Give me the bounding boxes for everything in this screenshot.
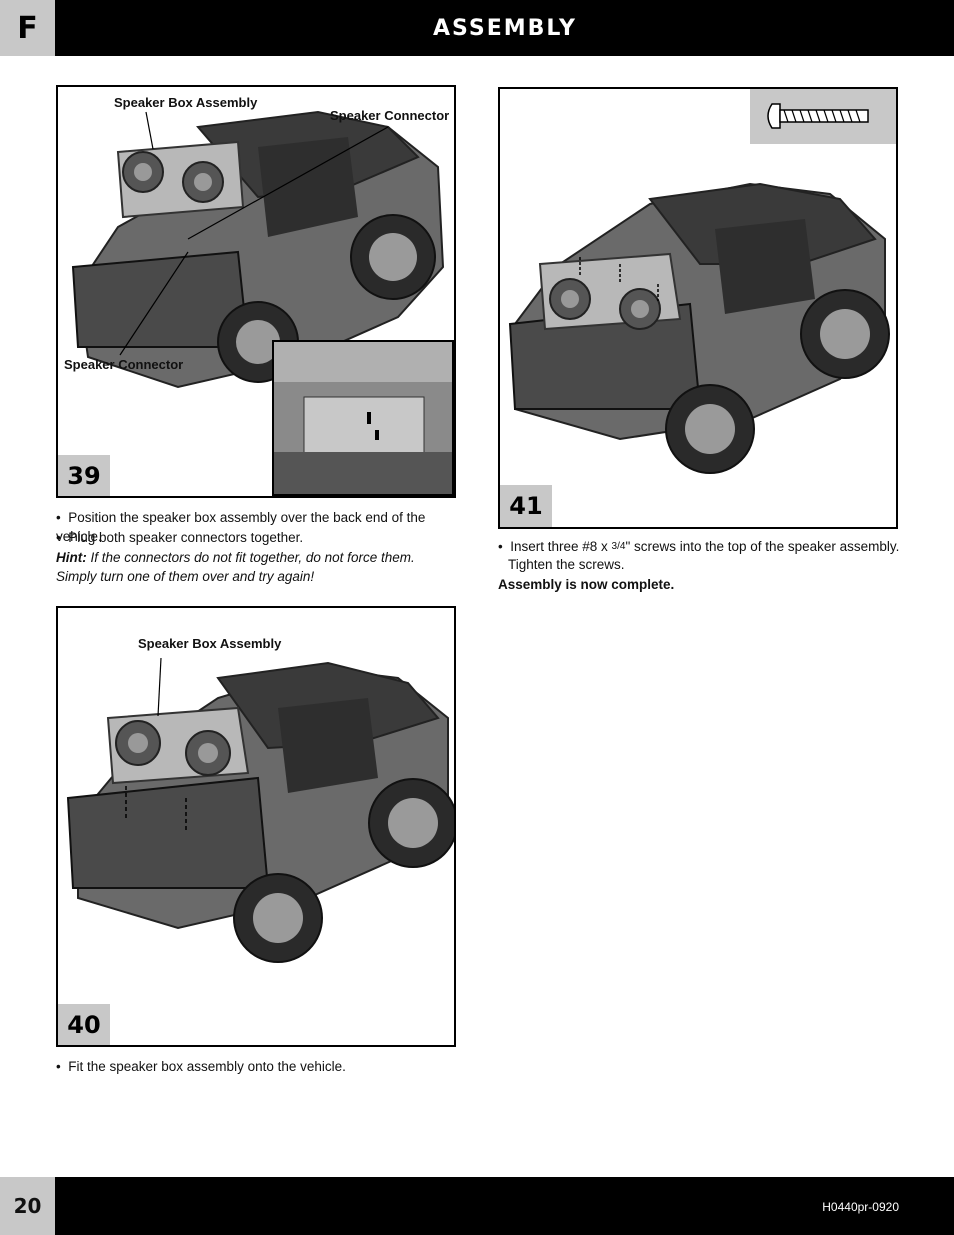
page-footer <box>0 1177 954 1235</box>
hint-label: Hint: <box>56 550 87 565</box>
step-41-bullet-1: • Insert three #8 x 3/4" screws into the… <box>498 539 900 554</box>
step-number-40: 40 <box>58 1004 110 1045</box>
step-41-bullet-1-line-2: Tighten the screws. <box>508 557 625 572</box>
connector-inset <box>272 340 454 496</box>
fraction: 3/4 <box>611 541 626 552</box>
section-letter: F <box>0 0 55 56</box>
page-header <box>0 0 954 56</box>
callout-speaker-box-assembly-40: Speaker Box Assembly <box>138 636 282 651</box>
step-39-bullet-2: • Plug both speaker connectors together. <box>56 530 304 545</box>
document-id: H0440pr-0920 <box>822 1200 899 1214</box>
page-title: ASSEMBLY <box>433 15 577 41</box>
callout-speaker-connector-left: Speaker Connector <box>64 357 184 372</box>
step-number-41: 41 <box>500 485 552 527</box>
step-number-39: 39 <box>58 455 110 496</box>
assembly-complete-note: Assembly is now complete. <box>498 577 675 592</box>
hint-text: If the connectors do not fit together, d… <box>56 550 415 584</box>
page-number: 20 <box>0 1177 55 1235</box>
vehicle-illustration-41 <box>508 182 890 474</box>
step-40-figure: 40 <box>56 606 456 1047</box>
vehicle-illustration-40 <box>66 657 454 963</box>
screw-icon <box>767 103 869 129</box>
step-39-figure: 39 <box>56 85 456 498</box>
callout-speaker-box-assembly-39: Speaker Box Assembly <box>114 95 258 110</box>
step-40-bullet-1: • Fit the speaker box assembly onto the … <box>56 1059 346 1074</box>
screw-reference-panel <box>750 89 896 144</box>
step-39-hint: Hint: If the connectors do not fit toget… <box>56 548 456 586</box>
step-39-bullet-1: • Position the speaker box assembly over… <box>56 510 426 544</box>
callout-speaker-connector-top: Speaker Connector <box>330 108 450 123</box>
vehicle-illustration-39 <box>71 110 445 389</box>
step-41-figure: 41 <box>498 87 898 529</box>
connector-detail-illustration <box>274 342 452 494</box>
